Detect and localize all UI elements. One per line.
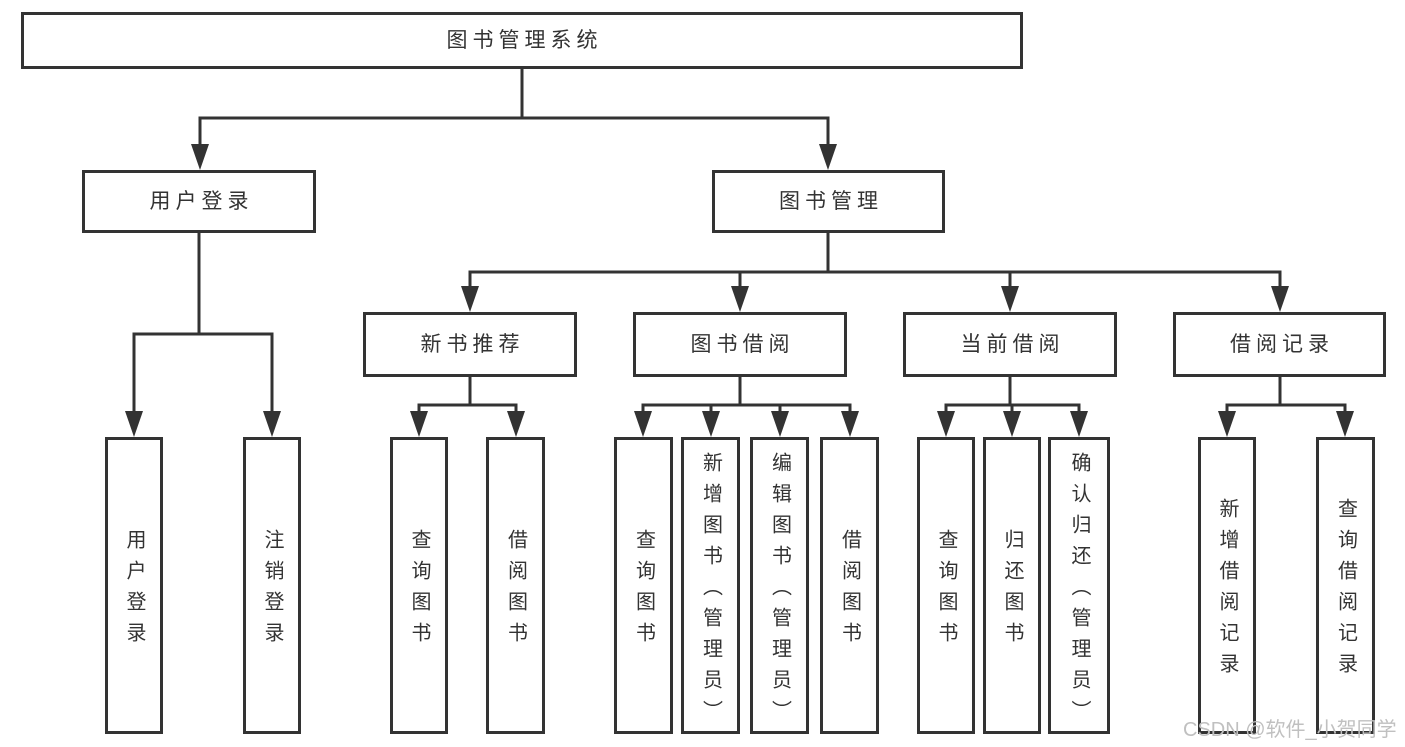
- leaf-edit-book-admin-label: 编辑图书（管理员）: [768, 451, 791, 731]
- leaf-add-borrow-record-label: 新增借阅记录: [1216, 498, 1238, 684]
- leaf-query-book-3: 查询图书: [917, 437, 975, 734]
- arrow-to-current-borrow: [1001, 272, 1019, 312]
- leaf-borrow-book-1-label: 借阅图书: [504, 529, 527, 653]
- leaf-return-book-label: 归还图书: [1001, 529, 1023, 653]
- arrow-to-leaf-borrow-book-1: [507, 405, 525, 437]
- arrow-to-leaf-add-borrow-record: [1218, 405, 1236, 437]
- node-new-book-rec-label: 新书推荐: [420, 333, 525, 356]
- leaf-query-book-2-label: 查询图书: [632, 529, 655, 653]
- arrow-to-leaf-confirm-return: [1070, 405, 1088, 437]
- leaf-borrow-book-1: 借阅图书: [486, 437, 545, 734]
- node-current-borrow: 当前借阅: [903, 312, 1117, 377]
- node-book-mgmt: 图书管理: [712, 170, 945, 233]
- node-root-label: 图书管理系统: [446, 29, 603, 52]
- csdn-watermark: CSDN @软件_小贺同学: [1183, 719, 1397, 741]
- leaf-query-book-1-label: 查询图书: [408, 529, 430, 653]
- leaf-add-book-admin: 新增图书（管理员）: [681, 437, 740, 734]
- node-root: 图书管理系统: [21, 12, 1023, 69]
- arrow-to-leaf-query-book-2: [634, 405, 652, 437]
- leaf-query-borrow-record-label: 查询借阅记录: [1334, 498, 1357, 684]
- node-new-book-rec: 新书推荐: [363, 312, 577, 377]
- leaf-confirm-return-admin: 确认归还（管理员）: [1048, 437, 1110, 734]
- arrow-to-leaf-borrow-book-2: [841, 405, 859, 437]
- arrow-to-leaf-edit-book: [771, 405, 789, 437]
- arrow-to-user-login: [191, 118, 209, 170]
- leaf-add-book-admin-label: 新增图书（管理员）: [699, 451, 722, 731]
- leaf-query-book-1: 查询图书: [390, 437, 448, 734]
- node-user-login: 用户登录: [82, 170, 316, 233]
- node-user-login-label: 用户登录: [149, 190, 254, 213]
- leaf-borrow-book-2-label: 借阅图书: [838, 529, 861, 653]
- leaf-logout: 注销登录: [243, 437, 301, 734]
- arrow-to-leaf-return-book: [1003, 405, 1021, 437]
- leaf-query-borrow-record: 查询借阅记录: [1316, 437, 1375, 734]
- leaf-add-borrow-record: 新增借阅记录: [1198, 437, 1256, 734]
- node-book-borrow: 图书借阅: [633, 312, 847, 377]
- leaf-borrow-book-2: 借阅图书: [820, 437, 879, 734]
- arrow-to-leaf-user-login: [125, 334, 143, 437]
- arrow-to-leaf-query-borrow-record: [1336, 405, 1354, 437]
- arrow-to-leaf-logout: [263, 334, 281, 437]
- arrow-to-new-book-rec: [461, 272, 479, 312]
- leaf-edit-book-admin: 编辑图书（管理员）: [750, 437, 809, 734]
- leaf-confirm-return-admin-label: 确认归还（管理员）: [1068, 451, 1090, 731]
- node-book-borrow-label: 图书借阅: [690, 333, 795, 356]
- node-current-borrow-label: 当前借阅: [960, 333, 1065, 356]
- leaf-user-login: 用户登录: [105, 437, 163, 734]
- node-borrow-record: 借阅记录: [1173, 312, 1386, 377]
- arrow-to-leaf-query-book-1: [410, 405, 428, 437]
- arrow-to-leaf-add-book: [702, 405, 720, 437]
- arrow-to-borrow-record: [1271, 272, 1289, 312]
- leaf-return-book: 归还图书: [983, 437, 1041, 734]
- leaf-query-book-3-label: 查询图书: [935, 529, 957, 653]
- leaf-user-login-label: 用户登录: [123, 529, 145, 653]
- arrow-to-book-borrow: [731, 272, 749, 312]
- arrow-to-leaf-query-book-3: [937, 405, 955, 437]
- leaf-logout-label: 注销登录: [261, 529, 283, 653]
- node-book-mgmt-label: 图书管理: [779, 190, 883, 213]
- node-borrow-record-label: 借阅记录: [1230, 333, 1334, 356]
- leaf-query-book-2: 查询图书: [614, 437, 673, 734]
- arrow-to-book-mgmt: [819, 118, 837, 170]
